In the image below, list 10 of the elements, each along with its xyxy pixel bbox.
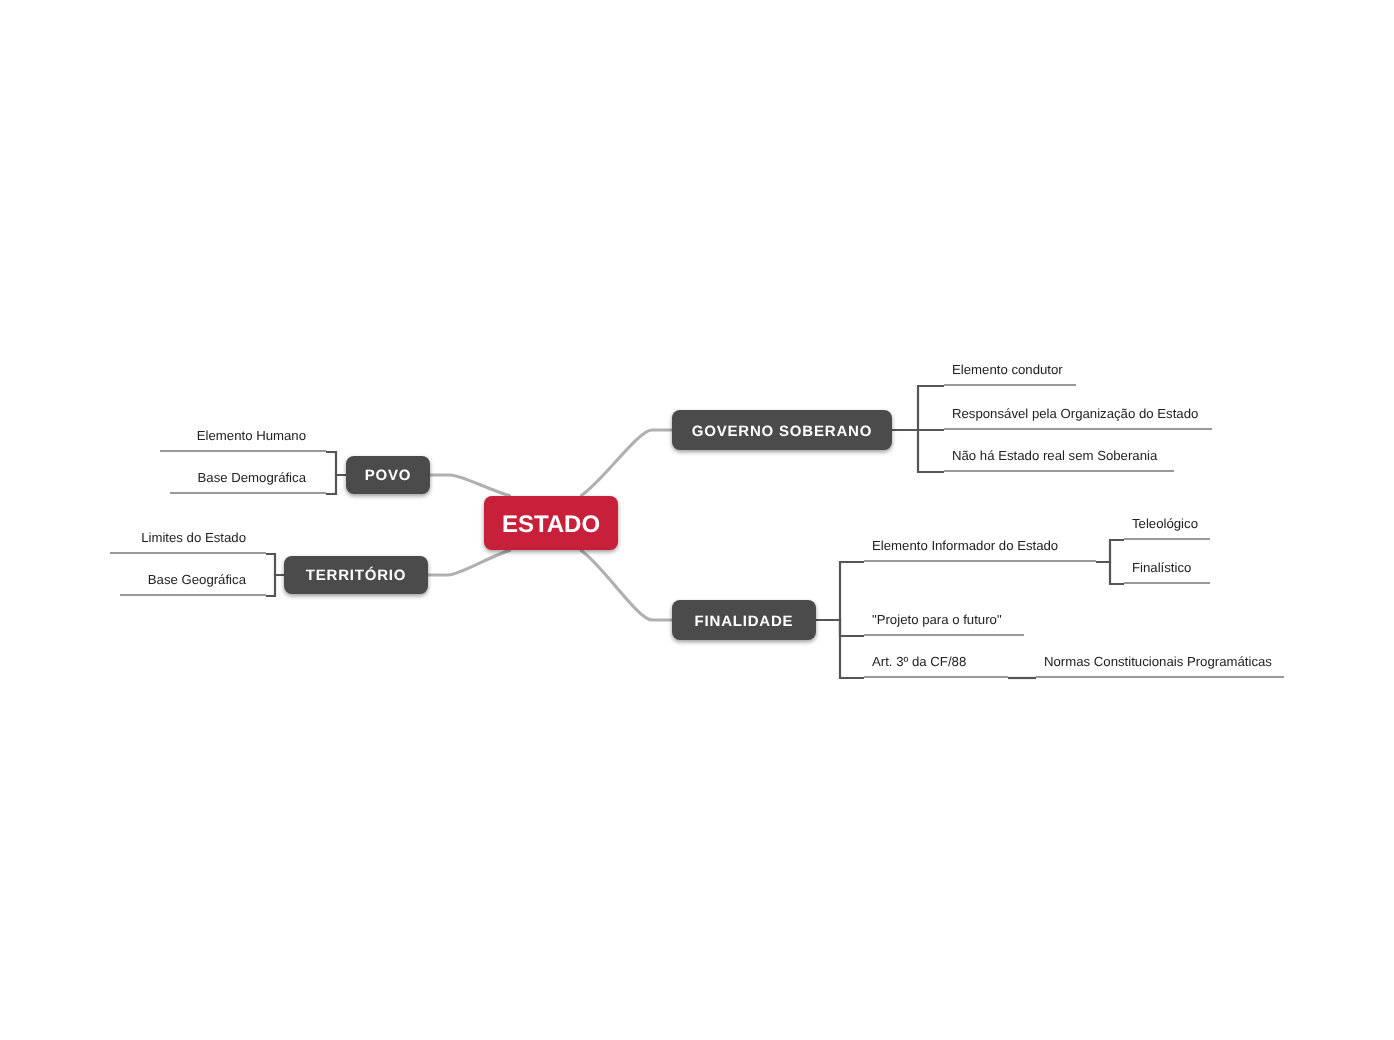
central-topic: ESTADO: [484, 496, 618, 550]
connector-line: [428, 548, 512, 577]
connector-line: [266, 573, 284, 598]
connector-line: [430, 473, 512, 498]
connector-line: [892, 428, 944, 474]
connector-line: [579, 548, 672, 622]
connector-line: [579, 428, 672, 498]
connector-line: [816, 618, 864, 680]
connector-line: [326, 473, 346, 496]
connector-line: [1008, 676, 1036, 680]
